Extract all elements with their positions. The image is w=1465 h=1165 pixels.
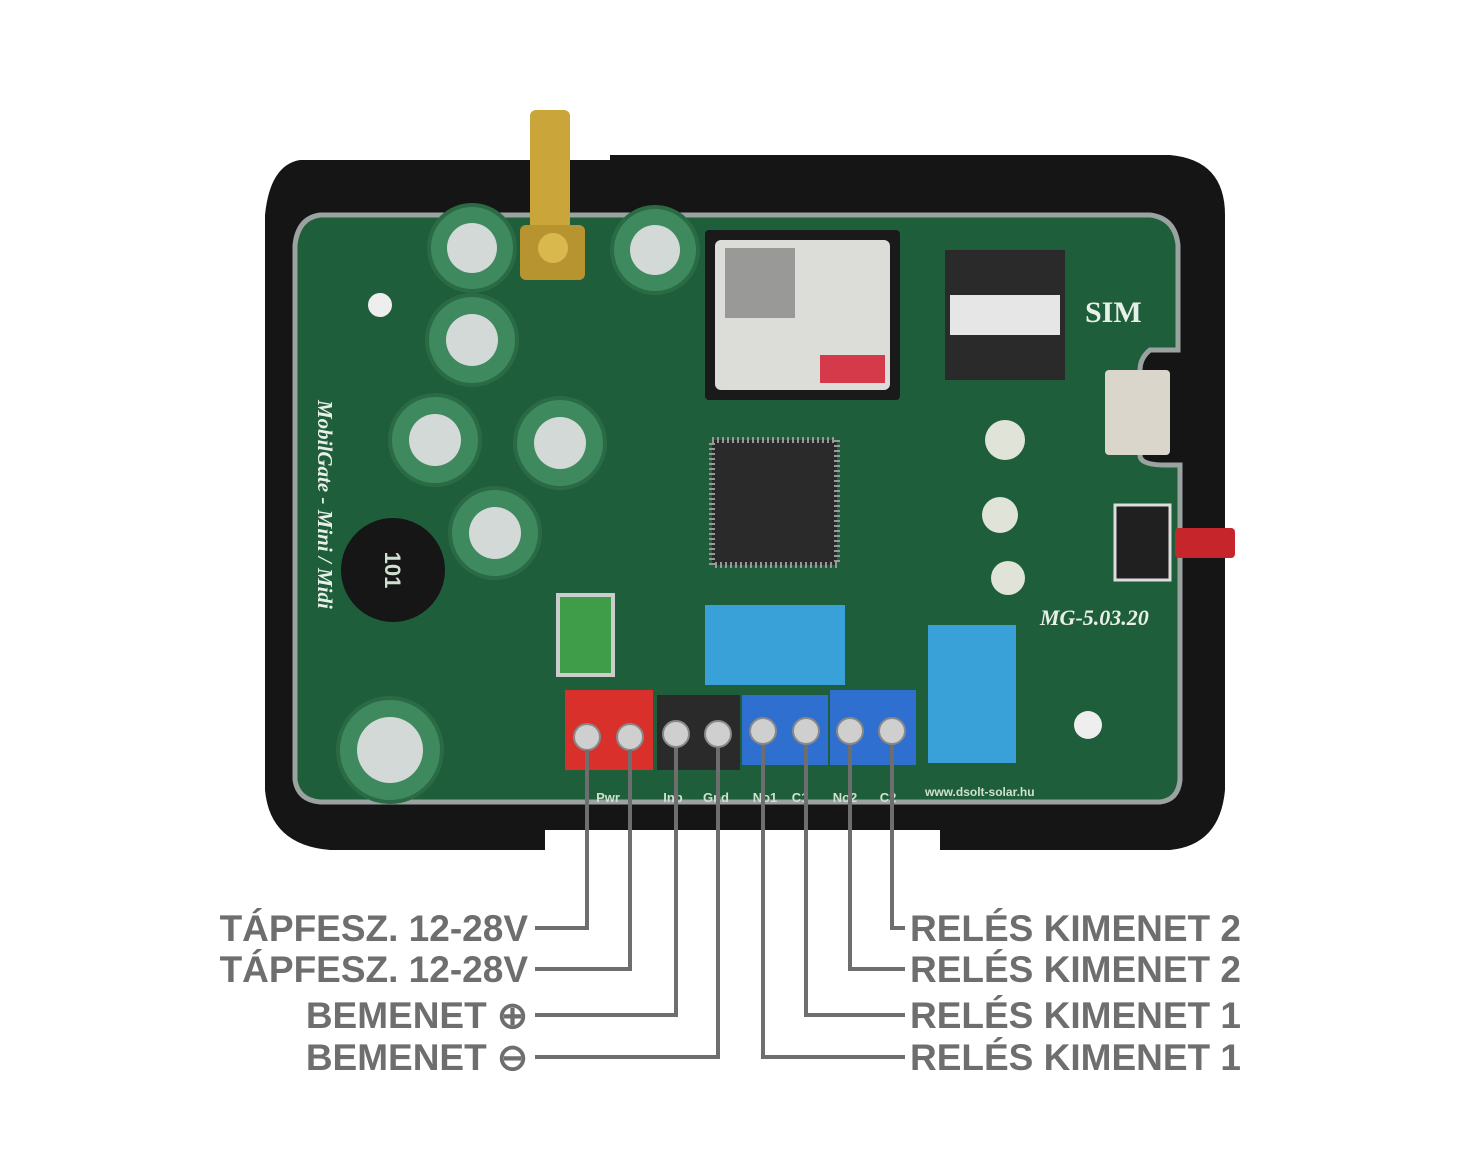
leader-lines (535, 745, 905, 1059)
terminal-screws (573, 717, 906, 751)
relay-2 (928, 625, 1016, 763)
red-wire (1175, 528, 1235, 558)
website-label: www.dsolt-solar.hu (924, 785, 1035, 799)
label-power-1: TÁPFESZ. 12-28V (220, 908, 529, 949)
jumper (1113, 503, 1172, 582)
label-power-2: TÁPFESZ. 12-28V (220, 949, 529, 990)
fuse (556, 593, 615, 677)
relay-1 (705, 605, 845, 685)
gsm-module (705, 230, 900, 400)
label-relay-1b: RELÉS KIMENET 1 (910, 1037, 1241, 1078)
inductor (341, 518, 445, 622)
sim-holder (945, 250, 1065, 380)
microcontroller (709, 437, 840, 568)
label-input-plus: BEMENET ⊕ (306, 995, 528, 1036)
label-relay-2b: RELÉS KIMENET 2 (910, 949, 1241, 990)
inductor-marking: 101 (380, 552, 405, 589)
usb-port (1105, 370, 1170, 455)
board-name: MobilGate - Mini / Midi (313, 399, 337, 609)
label-relay-2a: RELÉS KIMENET 2 (910, 908, 1241, 949)
leds (982, 420, 1025, 595)
label-relay-1a: RELÉS KIMENET 1 (910, 995, 1241, 1036)
svg-text:No2: No2 (833, 790, 858, 805)
version-label: MG-5.03.20 (1039, 605, 1149, 630)
antenna-connector (520, 110, 585, 280)
svg-text:Pwr: Pwr (596, 790, 620, 805)
svg-text:Inp: Inp (663, 790, 683, 805)
sim-label: SIM (1085, 296, 1142, 329)
label-input-minus: BEMENET ⊖ (306, 1037, 528, 1078)
